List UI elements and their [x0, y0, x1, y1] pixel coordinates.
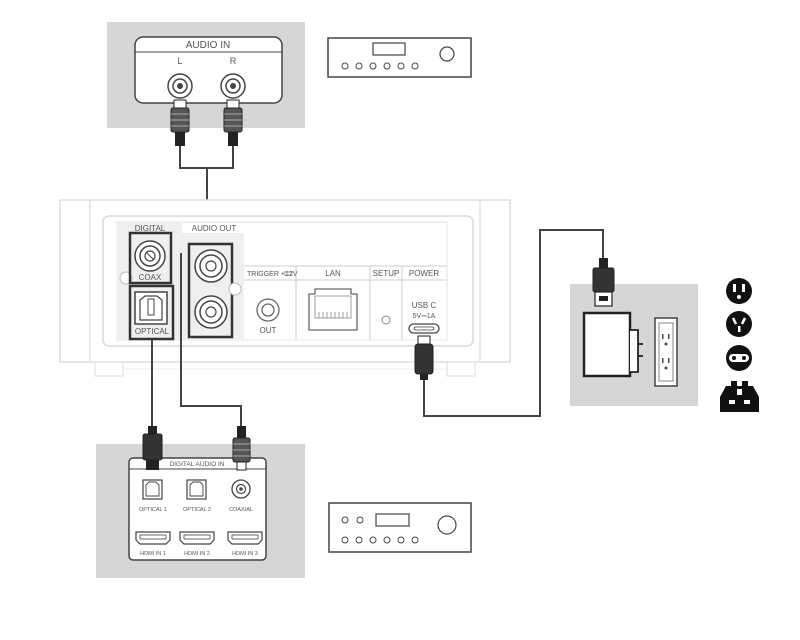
usb-a-plug [592, 258, 615, 307]
trigger-out-label: OUT [260, 326, 277, 335]
lan-label: LAN [325, 269, 341, 278]
audio-out-jack-top [194, 249, 228, 283]
optical-in-1-label: OPTICAL 1 [139, 507, 167, 513]
hdmi-in-3-label: HDMI IN 3 [232, 551, 258, 557]
trigger-label: TRIGGER +12V [247, 271, 298, 278]
trigger-jack [256, 298, 280, 322]
hdmi-in-3-port [227, 531, 263, 545]
setup-button [381, 315, 391, 325]
optical-port [134, 291, 168, 325]
power-section: POWER USB C 5V⎓1A [408, 269, 440, 334]
audio-in-label: AUDIO IN [186, 40, 230, 51]
power-cable [423, 229, 604, 417]
trigger-section: TRIGGER +12V OUT [244, 265, 447, 340]
usb-c-plug [414, 335, 434, 380]
uk-plug-icon [720, 381, 759, 412]
ethernet-port [308, 288, 358, 331]
coax-port [134, 240, 166, 272]
optical-in-2-label: OPTICAL 2 [183, 507, 211, 513]
hdmi-in-1-label: HDMI IN 1 [140, 551, 166, 557]
optical-in-1-port [142, 479, 163, 500]
rca-plug-left [170, 99, 190, 146]
hdmi-in-1-port [135, 531, 171, 545]
coax-port-highlight [128, 231, 173, 285]
power-adapter-panel [570, 258, 698, 406]
receiver-digital-panel: DIGITAL AUDIO IN OPTICAL 1 OPTICAL 2 COA… [96, 444, 305, 578]
audio-out-label: AUDIO OUT [192, 224, 237, 233]
optical-in-2-port [186, 479, 207, 500]
coaxial-in-port [231, 479, 251, 499]
coax-label: COAX [139, 273, 162, 282]
hdmi-in-2-port [179, 531, 215, 545]
rca-plug-right [223, 99, 243, 146]
receiver-icon [328, 502, 472, 553]
wall-outlet [654, 317, 678, 387]
digital-out-section: DIGITAL AUDIO OUT COAX OPTICAL [118, 222, 237, 341]
digital-audio-in-label: DIGITAL AUDIO IN [170, 461, 225, 468]
hdmi-in-2-label: HDMI IN 2 [184, 551, 210, 557]
setup-section: SETUP [373, 269, 400, 325]
amplifier-icon [327, 37, 472, 78]
power-adapter [582, 311, 643, 378]
optical-plug [142, 426, 163, 470]
audio-out-jack-bottom [194, 295, 228, 329]
usb-rating-label: 5V⎓1A [413, 313, 436, 320]
coax-cable [180, 253, 242, 428]
usb-c-label: USB C [412, 301, 437, 310]
coax-rca-plug [232, 426, 251, 471]
optical-label: OPTICAL [135, 327, 170, 336]
rca-jack-right [220, 73, 246, 99]
setup-label: SETUP [373, 269, 400, 278]
power-label: POWER [409, 269, 439, 278]
amplifier-analog-panel: AUDIO IN L R [107, 22, 305, 128]
rca-jack-left [167, 73, 193, 99]
us-plug-icon [726, 278, 752, 304]
coaxial-in-label: COAXIAL [229, 507, 253, 513]
eu-plug-icon [726, 345, 752, 371]
digital-label: DIGITAL [135, 224, 166, 233]
au-plug-icon [726, 311, 752, 337]
audio-out-section [182, 233, 244, 340]
left-channel-label: L [177, 56, 182, 66]
right-channel-label: R [230, 56, 237, 66]
lan-section: LAN [308, 269, 358, 331]
